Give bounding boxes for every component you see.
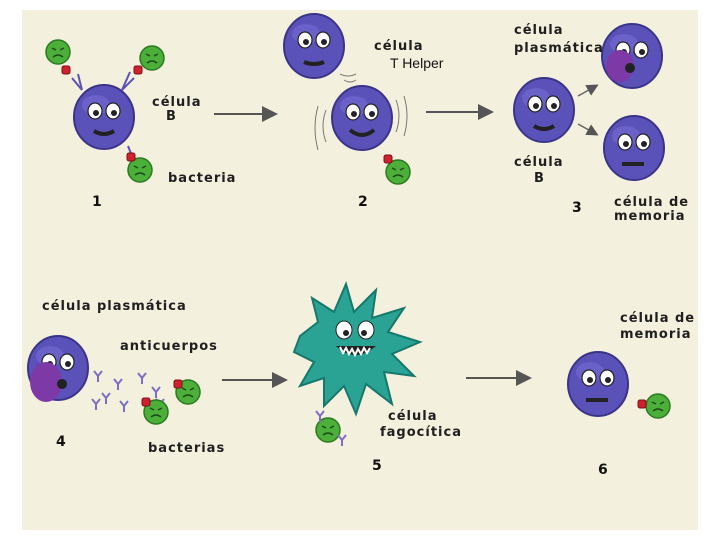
step-number-3: 3 bbox=[572, 200, 582, 216]
bacteria-icon bbox=[133, 45, 165, 75]
label-bacteria: bacteria bbox=[168, 171, 237, 186]
step-number-4: 4 bbox=[56, 434, 66, 450]
label-plasmatica-top: célula plasmática bbox=[514, 23, 604, 56]
t-helper-cell-icon bbox=[283, 13, 357, 83]
plasma-cell-icon bbox=[601, 23, 663, 89]
arrow-icon bbox=[577, 123, 599, 136]
label-fagocitica: célula fagocítica bbox=[380, 409, 462, 440]
phagocyte-icon bbox=[292, 281, 423, 417]
bacteria-icon bbox=[141, 397, 169, 425]
b-cell-icon bbox=[513, 77, 575, 143]
bacteria-icon bbox=[383, 154, 411, 185]
b-cell-icon bbox=[314, 85, 408, 151]
step-number-6: 6 bbox=[598, 462, 608, 478]
bacteria-icon bbox=[173, 379, 201, 405]
label-celula-b-step3: célula B bbox=[514, 155, 564, 186]
bacteria-icon bbox=[45, 39, 71, 75]
label-memoria-top: célula de memoria bbox=[614, 195, 690, 224]
plasma-cell-icon bbox=[27, 335, 89, 402]
label-celula-b: célula B bbox=[152, 95, 202, 124]
step-number-5: 5 bbox=[372, 458, 382, 474]
b-cell-icon bbox=[71, 71, 135, 157]
arrow-icon bbox=[577, 84, 599, 97]
label-anticuerpos: anticuerpos bbox=[120, 339, 218, 354]
bacteria-icon bbox=[315, 410, 347, 447]
label-t-helper: T Helper bbox=[390, 55, 444, 71]
bacteria-icon bbox=[637, 393, 671, 419]
label-memoria-bottom: célula de memoria bbox=[620, 311, 696, 342]
bacteria-icon bbox=[126, 152, 153, 183]
memory-cell-icon bbox=[603, 115, 665, 181]
label-celula-t: célula bbox=[374, 39, 424, 54]
step-number-2: 2 bbox=[358, 194, 368, 210]
label-plasmatica-bottom: célula plasmática bbox=[42, 299, 187, 314]
memory-cell-icon bbox=[567, 351, 629, 417]
step-number-1: 1 bbox=[92, 194, 102, 210]
label-bacterias: bacterias bbox=[148, 441, 226, 456]
